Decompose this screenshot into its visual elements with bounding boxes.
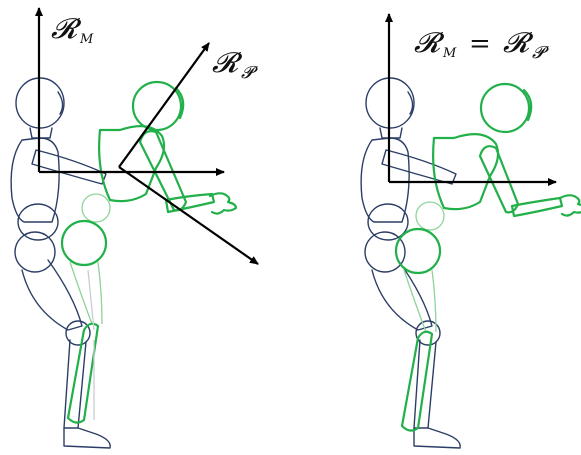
svg-text:𝓡: 𝓡 xyxy=(503,26,534,59)
svg-text:𝓟: 𝓟 xyxy=(241,63,258,83)
right-panel: 𝓡 M = 𝓡 𝓟 xyxy=(360,13,581,449)
person-figure-right xyxy=(394,82,581,432)
person-frame-axis-a xyxy=(118,42,210,168)
svg-text:M: M xyxy=(442,46,457,61)
svg-text:M: M xyxy=(79,32,94,47)
left-panel: 𝓡 M 𝓡 𝓟 xyxy=(10,7,259,449)
label-person-frame: 𝓡 𝓟 xyxy=(212,46,258,83)
svg-text:𝓡: 𝓡 xyxy=(212,46,243,79)
svg-text:𝓡: 𝓡 xyxy=(51,12,82,45)
label-mannequin-frame: 𝓡 M xyxy=(51,12,94,47)
person-figure-left xyxy=(60,80,238,424)
mannequin-figure-right xyxy=(360,77,461,449)
label-shared-frame-equation: 𝓡 M = 𝓡 𝓟 xyxy=(414,26,549,63)
svg-text:𝓡: 𝓡 xyxy=(414,26,445,59)
svg-text:𝓟: 𝓟 xyxy=(532,43,549,63)
person-frame-axis-b xyxy=(118,166,259,265)
svg-text:=: = xyxy=(469,29,491,59)
